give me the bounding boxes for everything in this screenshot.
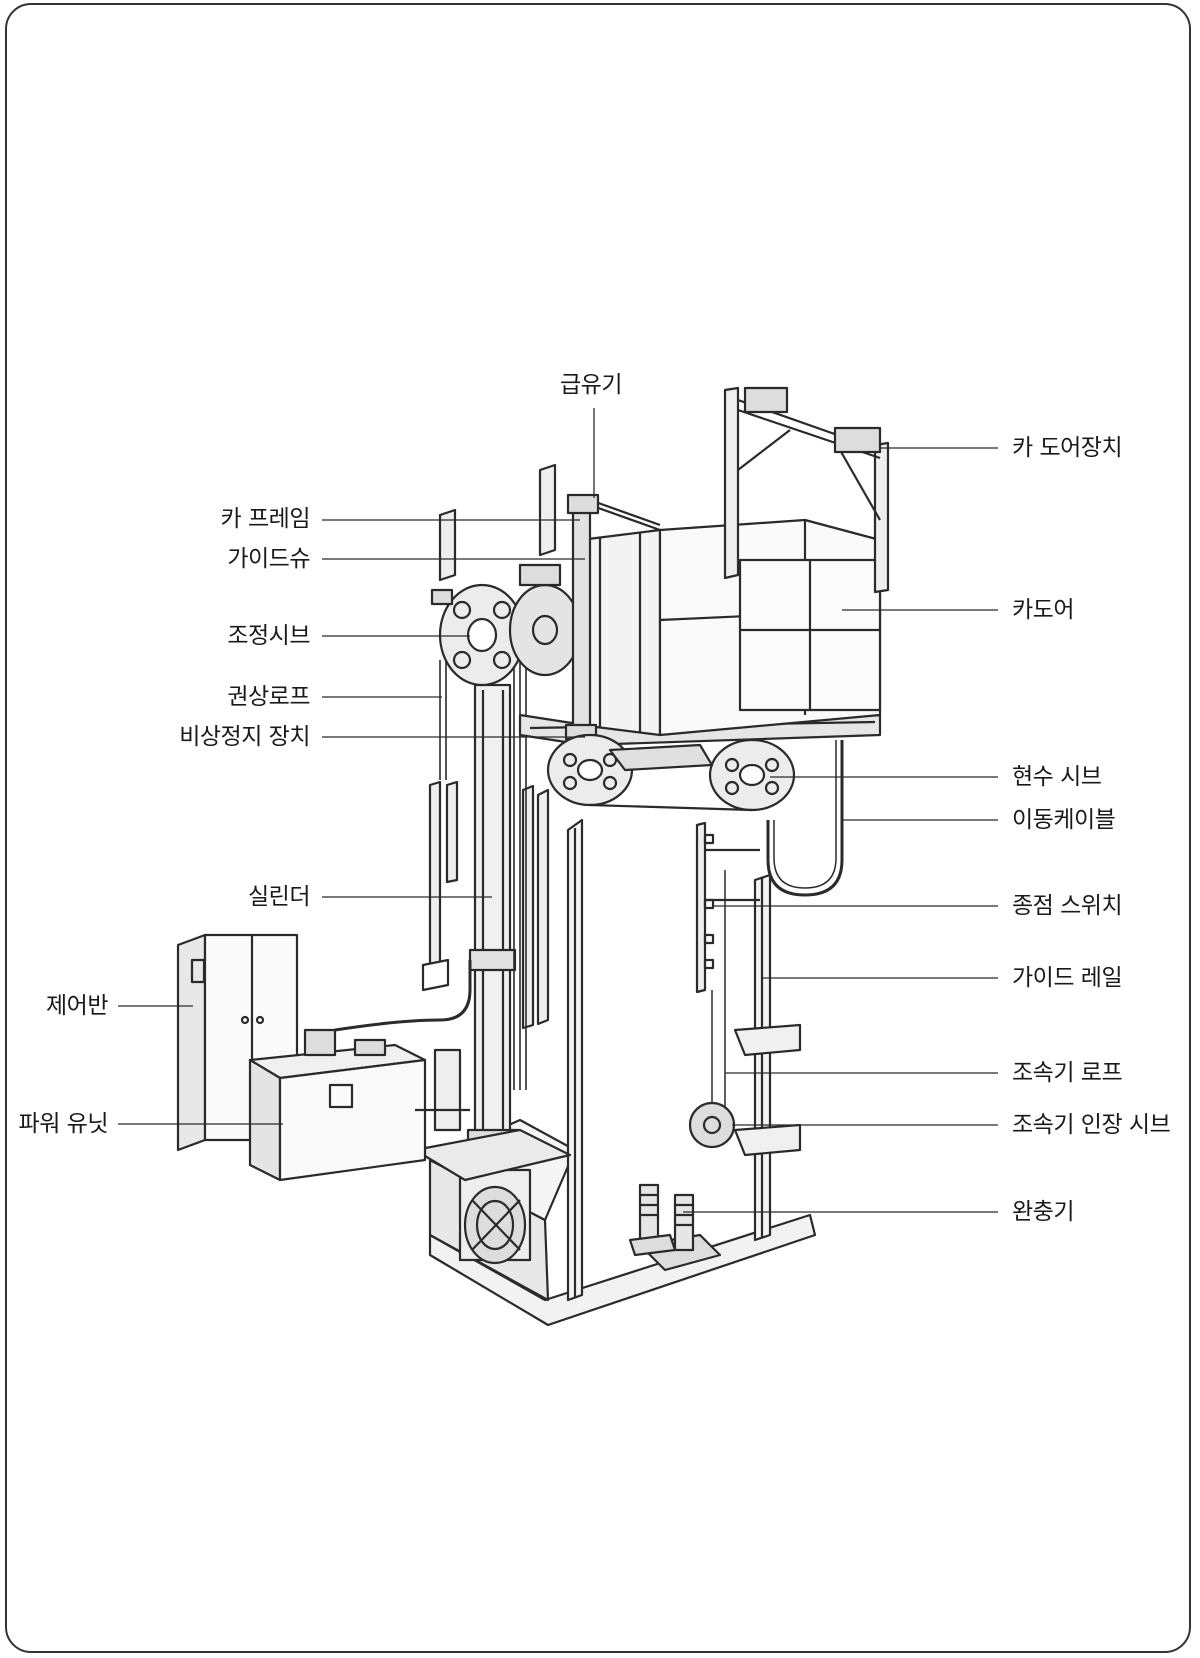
label-governor-rope: 조속기 로프 bbox=[1012, 1060, 1123, 1086]
label-control-panel: 제어반 bbox=[46, 993, 108, 1019]
label-guide-shoe: 가이드슈 bbox=[227, 546, 310, 572]
label-car-door: 카도어 bbox=[1012, 597, 1074, 623]
label-adjust-sheave: 조정시브 bbox=[227, 623, 310, 649]
page-frame bbox=[5, 3, 1191, 1653]
leader-lines bbox=[118, 408, 998, 1213]
label-traveling-cable: 이동케이블 bbox=[1012, 807, 1116, 833]
governor bbox=[688, 870, 802, 1157]
buffers bbox=[628, 1183, 695, 1257]
car bbox=[518, 386, 890, 747]
label-buffer: 완충기 bbox=[1012, 1199, 1074, 1225]
pit-pulley bbox=[458, 1168, 532, 1265]
label-limit-switch: 종점 스위치 bbox=[1012, 893, 1123, 919]
suspension-sheaves bbox=[546, 733, 796, 812]
label-governor-tension-sheave: 조속기 인장 시브 bbox=[1012, 1112, 1171, 1138]
power-unit-box bbox=[248, 960, 472, 1182]
label-car-frame: 카 프레임 bbox=[220, 506, 311, 532]
cylinder-body bbox=[413, 683, 572, 1182]
top-sheaves bbox=[430, 563, 582, 687]
label-hoist-rope: 권상로프 bbox=[227, 684, 310, 710]
traveling-cable bbox=[766, 740, 844, 897]
rails bbox=[421, 463, 772, 1302]
label-power-unit: 파워 유닛 bbox=[18, 1111, 109, 1137]
label-suspension-sheave: 현수 시브 bbox=[1012, 764, 1102, 790]
label-guide-rail: 가이드 레일 bbox=[1012, 965, 1123, 991]
limit-switch-column bbox=[695, 821, 760, 994]
label-oil-feeder: 급유기 bbox=[560, 372, 622, 398]
label-cylinder: 실린더 bbox=[248, 884, 310, 910]
label-emergency-stop: 비상정지 장치 bbox=[179, 724, 310, 750]
label-car-door-device: 카 도어장치 bbox=[1012, 435, 1123, 461]
